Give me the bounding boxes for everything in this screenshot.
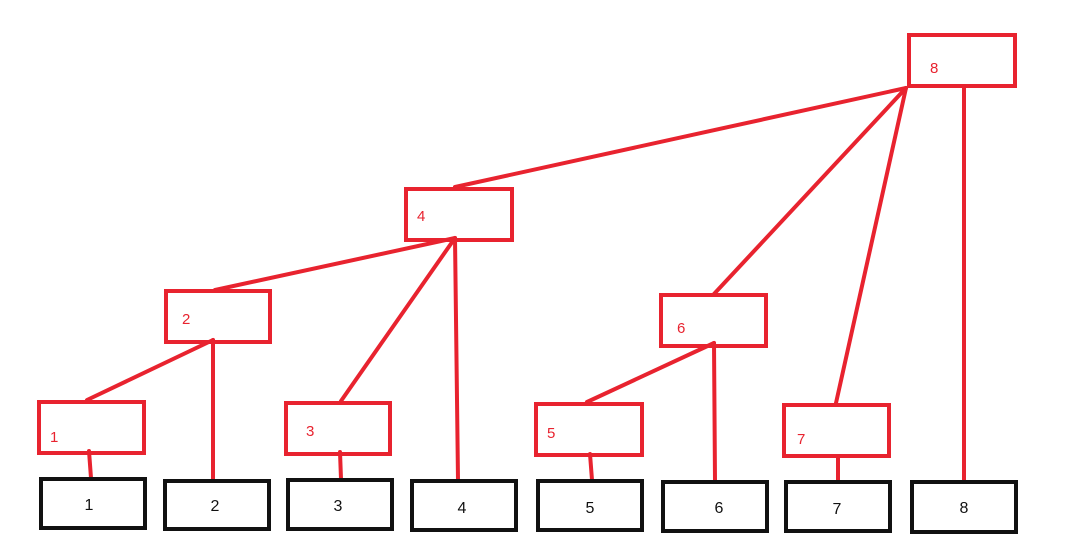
edge-t2-t1 [85, 338, 215, 402]
array-cell-6: 6 [661, 480, 769, 533]
edge-t4-a4 [453, 236, 460, 482]
tree-node-5-label: 5 [547, 425, 555, 442]
edge-t6-a6 [712, 341, 717, 483]
array-cell-8: 8 [910, 480, 1018, 534]
tree-node-2-label: 2 [182, 311, 190, 328]
tree-node-6-box [659, 293, 768, 348]
array-cell-6-label: 6 [715, 500, 724, 517]
array-cell-4-box [410, 479, 518, 532]
edge-t1-a1 [87, 449, 93, 480]
edge-t3-a3 [338, 450, 343, 481]
tree-node-4-box [404, 187, 514, 242]
array-cell-5-label: 5 [586, 500, 595, 517]
tree-node-8: 8 [907, 33, 1017, 88]
tree-node-5-box [534, 402, 644, 457]
edge-t6-t5 [585, 341, 716, 404]
edge-t8-t6 [712, 86, 908, 296]
tree-node-4: 4 [404, 187, 514, 242]
array-cell-8-label: 8 [960, 500, 969, 517]
edge-t5-a5 [588, 452, 594, 482]
array-cell-4: 4 [410, 479, 518, 532]
tree-node-3: 3 [284, 401, 392, 456]
tree-node-7: 7 [782, 403, 891, 458]
array-cell-7: 7 [784, 480, 892, 533]
tree-node-6-label: 6 [677, 320, 685, 337]
tree-node-6: 6 [659, 293, 768, 348]
tree-node-2: 2 [164, 289, 272, 344]
array-cell-7-box [784, 480, 892, 533]
tree-node-7-box [782, 403, 891, 458]
array-cell-2-label: 2 [211, 498, 220, 515]
tree-node-1: 1 [37, 400, 146, 455]
array-cell-3-box [286, 478, 394, 531]
array-cell-2: 2 [163, 479, 271, 531]
array-cell-3: 3 [286, 478, 394, 531]
edge-t4-t2 [213, 236, 457, 292]
tree-node-8-label: 8 [930, 60, 938, 77]
array-cell-5: 5 [536, 479, 644, 532]
edge-t8-t4 [453, 86, 908, 189]
edge-t4-t3 [339, 236, 457, 403]
tree-node-3-box [284, 401, 392, 456]
array-cell-1-label: 1 [85, 497, 94, 514]
tree-node-5: 5 [534, 402, 644, 457]
array-cell-5-box [536, 479, 644, 532]
tree-node-2-box [164, 289, 272, 344]
array-cell-4-label: 4 [458, 500, 467, 517]
edges [85, 86, 966, 483]
array-cell-2-box [163, 479, 271, 531]
array-cell-3-label: 3 [334, 498, 343, 515]
array-cell-1: 1 [39, 477, 147, 530]
tree-node-8-box [907, 33, 1017, 88]
array-cell-6-box [661, 480, 769, 533]
array-cell-7-label: 7 [833, 501, 842, 518]
array-cell-1-box [39, 477, 147, 530]
tree-node-1-box [37, 400, 146, 455]
edge-t8-t7 [834, 86, 908, 405]
tree-node-3-label: 3 [306, 423, 314, 440]
array-cell-8-box [910, 480, 1018, 534]
tree-node-1-label: 1 [50, 429, 58, 446]
tree-node-4-label: 4 [417, 208, 425, 225]
tree-node-7-label: 7 [797, 431, 805, 448]
